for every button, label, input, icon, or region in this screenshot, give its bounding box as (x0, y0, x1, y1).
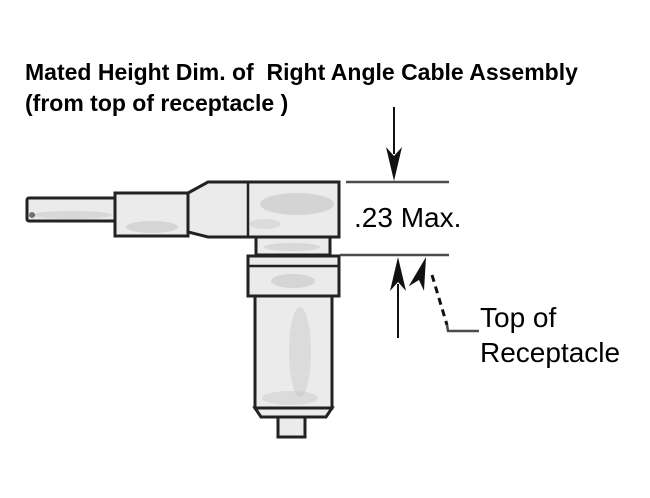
dimension-arrow-down-icon (386, 107, 402, 181)
leader-arrow-icon (408, 257, 479, 333)
diagram-title-line1: Mated Height Dim. of Right Angle Cable A… (25, 59, 578, 85)
bottom-step (252, 406, 335, 419)
dimension-arrow-up-icon (390, 257, 406, 338)
connector-horizontal-body (186, 180, 341, 239)
top-of-receptacle-callout: Top of Receptacle (480, 300, 620, 370)
lower-body-shading (289, 307, 311, 397)
cable-shading (32, 211, 112, 219)
callout-line1: Top of (480, 302, 557, 333)
dimension-value-label: .23 Max. (354, 202, 462, 233)
flange-shading (271, 274, 315, 288)
boot-shading (126, 221, 178, 233)
boot-segment (113, 191, 190, 238)
cable-tip-detail (29, 212, 35, 218)
lower-body-bottom-shading (262, 391, 318, 405)
diagram-title: Mated Height Dim. of Right Angle Cable A… (25, 57, 578, 119)
stem-segment (276, 415, 307, 439)
callout-line2: Receptacle (480, 337, 621, 368)
body-shading (260, 193, 334, 215)
diagram-title-line2: (from top of receptacle ) (25, 90, 289, 116)
neck-shading (264, 243, 320, 251)
body-shading-small (249, 219, 281, 229)
lower-body-segment (253, 294, 334, 410)
